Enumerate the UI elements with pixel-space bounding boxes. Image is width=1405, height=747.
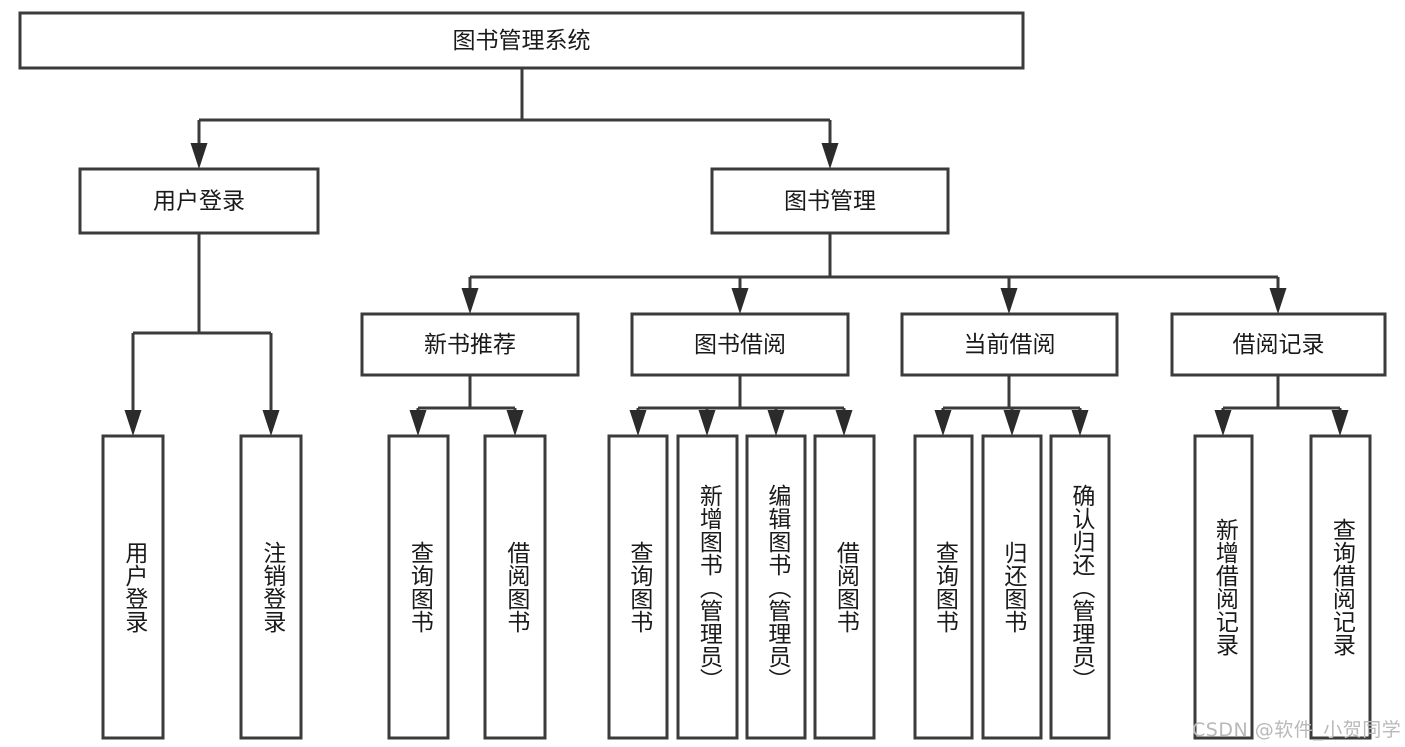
node-label-book-manage: 图书管理 — [784, 189, 876, 215]
arrow-head-icon — [190, 143, 208, 169]
arrow-head-icon — [821, 143, 839, 169]
node-box-book-borrow[interactable] — [630, 312, 850, 377]
node-box-leaf-add-book[interactable] — [676, 434, 739, 740]
arrow-head-icon — [835, 410, 853, 436]
node-box-leaf-query-book-1[interactable] — [387, 434, 450, 740]
csdn-watermark: CSDN @软件_小贺同学 — [1192, 719, 1402, 741]
node-box-layer — [18, 11, 1387, 740]
node-box-leaf-add-record[interactable] — [1193, 434, 1254, 740]
node-box-leaf-logout[interactable] — [239, 434, 303, 740]
node-box-book-manage[interactable] — [710, 167, 950, 235]
arrow-head-icon — [124, 410, 142, 436]
node-box-leaf-query-record[interactable] — [1309, 434, 1372, 740]
arrow-head-icon — [934, 410, 952, 436]
arrow-head-icon — [629, 410, 647, 436]
node-label-new-book-rec: 新书推荐 — [424, 332, 516, 358]
connector-user-login — [124, 233, 280, 436]
arrow-head-icon — [731, 288, 749, 314]
node-label-borrow-record: 借阅记录 — [1233, 332, 1325, 358]
connector-current-borrow — [934, 375, 1089, 436]
arrow-head-icon — [767, 410, 785, 436]
node-label-user-login: 用户登录 — [153, 189, 245, 215]
arrow-head-icon — [506, 410, 524, 436]
arrow-head-icon — [262, 410, 280, 436]
arrow-head-icon — [1071, 410, 1089, 436]
node-box-borrow-record[interactable] — [1170, 312, 1387, 377]
node-box-leaf-query-book-3[interactable] — [913, 434, 974, 740]
arrow-head-icon — [1000, 288, 1018, 314]
arrow-head-icon — [1003, 410, 1021, 436]
node-box-leaf-borrow-book-1[interactable] — [483, 434, 547, 740]
node-box-leaf-confirm-return[interactable] — [1049, 434, 1111, 740]
connector-borrow-record — [1214, 375, 1349, 436]
node-label-current-borrow: 当前借阅 — [964, 332, 1056, 358]
arrow-head-icon — [698, 410, 716, 436]
node-box-leaf-edit-book[interactable] — [745, 434, 807, 740]
node-box-current-borrow[interactable] — [900, 312, 1119, 377]
connector-new-book-rec — [409, 375, 524, 436]
connector-layer — [124, 68, 1349, 436]
arrow-head-icon — [1269, 288, 1287, 314]
arrow-head-icon — [409, 410, 427, 436]
node-box-leaf-user-login[interactable] — [101, 434, 165, 740]
arrow-head-icon — [461, 288, 479, 314]
connector-book-manage — [461, 233, 1287, 314]
node-label-book-borrow: 图书借阅 — [694, 332, 786, 358]
node-box-root[interactable] — [18, 11, 1025, 70]
arrow-head-icon — [1214, 410, 1232, 436]
connector-root — [190, 68, 839, 169]
node-box-leaf-return-book[interactable] — [981, 434, 1043, 740]
node-box-user-login[interactable] — [78, 167, 320, 235]
node-box-leaf-borrow-book-2[interactable] — [813, 434, 876, 740]
connector-book-borrow — [629, 375, 853, 436]
node-box-leaf-query-book-2[interactable] — [607, 434, 669, 740]
arrow-head-icon — [1331, 410, 1349, 436]
node-label-root: 图书管理系统 — [453, 28, 591, 54]
node-box-new-book-rec[interactable] — [360, 312, 580, 377]
